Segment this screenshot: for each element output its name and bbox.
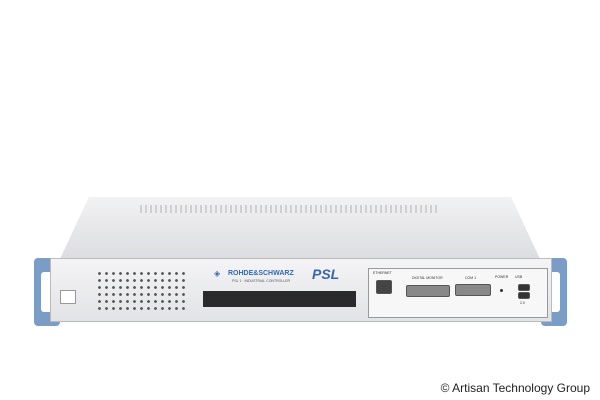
usb-version-label: 2.0 bbox=[520, 301, 525, 305]
model-label: PSL bbox=[312, 266, 340, 282]
power-button[interactable] bbox=[60, 290, 76, 304]
com-port[interactable] bbox=[455, 284, 491, 296]
optical-drive[interactable] bbox=[203, 291, 356, 307]
speaker-grille bbox=[96, 270, 186, 310]
monitor-label: DIGITAL MONITOR bbox=[412, 276, 443, 280]
usb-label: USB bbox=[515, 275, 523, 279]
ethernet-label: ETHERNET bbox=[373, 271, 392, 275]
rs-logo-icon: ◈ bbox=[214, 269, 221, 278]
dvi-port[interactable] bbox=[406, 285, 450, 297]
power-led bbox=[500, 289, 503, 292]
top-vent bbox=[140, 205, 440, 213]
usb-port-1[interactable] bbox=[518, 284, 530, 291]
usb-port-2[interactable] bbox=[518, 292, 530, 299]
ethernet-port[interactable] bbox=[376, 280, 392, 294]
subtitle-label: PSL 1 · INDUSTRIAL CONTROLLER bbox=[232, 279, 291, 283]
power-label: POWER bbox=[495, 275, 509, 279]
com-label: COM 1 bbox=[465, 276, 477, 280]
watermark-text: © Artisan Technology Group bbox=[440, 381, 590, 395]
brand-label: ROHDE&SCHWARZ bbox=[228, 270, 294, 277]
